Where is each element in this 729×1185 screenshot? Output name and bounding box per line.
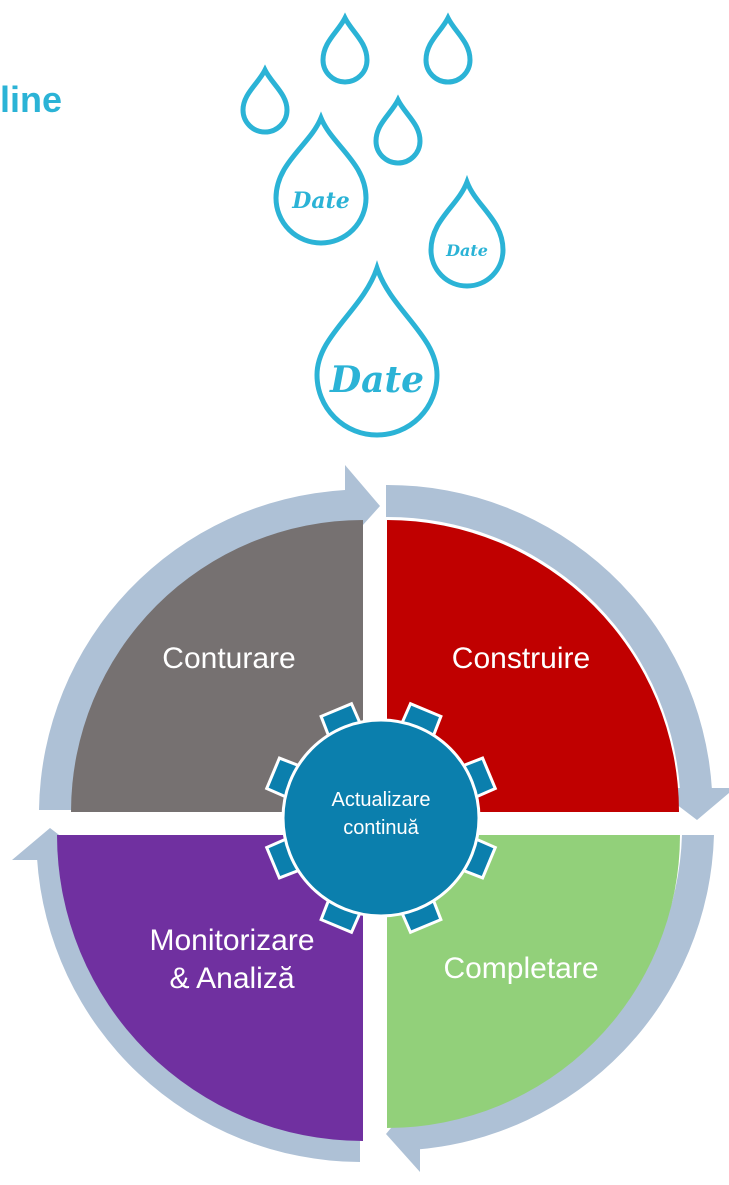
drop-label: Date	[291, 188, 350, 214]
page-title-fragment: line	[0, 79, 63, 120]
quadrant-construire	[387, 520, 679, 812]
drop-icon	[320, 12, 370, 85]
data-drops	[240, 12, 506, 438]
drop-icon	[314, 260, 440, 438]
drop-icon	[423, 12, 473, 85]
center-label-line1: Actualizare	[332, 789, 431, 811]
drop-icon	[240, 64, 290, 135]
gear-icon	[264, 701, 498, 935]
arrow-arc-top-left	[39, 490, 345, 810]
quadrant-conturare	[71, 520, 363, 812]
label-monitorizare-line1: Monitorizare	[149, 924, 314, 957]
drop-icon	[428, 174, 506, 289]
quadrant-monitorizare	[57, 835, 363, 1141]
quadrant-completare	[387, 835, 680, 1128]
arrow-arc-top-right	[386, 484, 712, 790]
drop-icon	[373, 94, 423, 166]
label-monitorizare-line2: & Analiză	[169, 962, 294, 995]
drop-label: Date	[445, 241, 488, 260]
label-completare: Completare	[443, 952, 598, 985]
label-construire: Construire	[452, 642, 590, 675]
drop-label: Date	[329, 359, 424, 401]
label-conturare: Conturare	[162, 642, 295, 675]
drop-icon	[273, 111, 369, 246]
center-label-line2: continuă	[343, 817, 419, 839]
